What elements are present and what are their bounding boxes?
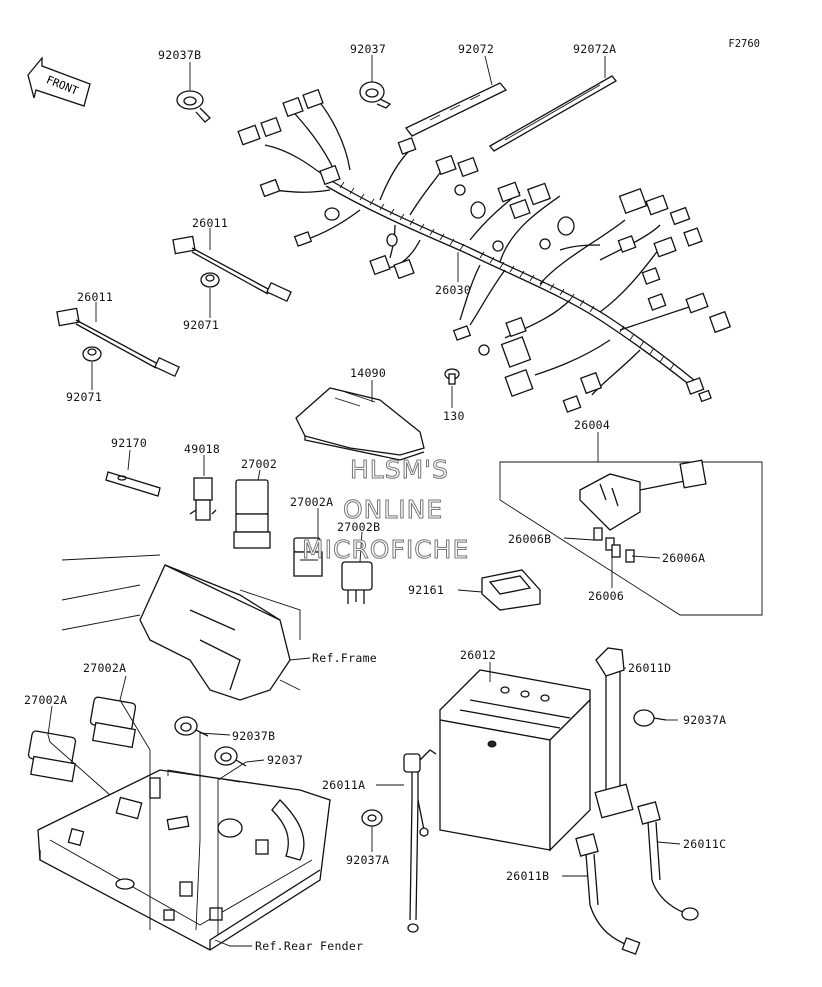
clamp-92037-bottom-icon xyxy=(214,746,247,767)
relay-27002b-icon xyxy=(341,561,373,604)
sub-harness-26011-upper-icon xyxy=(172,235,292,303)
part-label-26012: 26012 xyxy=(460,648,497,662)
part-label-26004: 26004 xyxy=(574,418,611,432)
cable-26011c-icon xyxy=(637,801,699,921)
part-label-130: 130 xyxy=(443,409,465,423)
bolt-130-icon xyxy=(444,368,460,385)
watermark-line-1: HLSM'S xyxy=(350,455,449,485)
cable-26011a-icon xyxy=(403,749,437,933)
leader-lines xyxy=(47,55,681,947)
part-label-26011d: 26011D xyxy=(628,661,672,675)
sub-harness-26011-lower-icon xyxy=(56,307,180,378)
front-arrow-icon: FRONT xyxy=(27,56,91,107)
part-label-26006: 26006 xyxy=(588,589,625,603)
part-label-26011c: 26011C xyxy=(683,837,727,851)
clamp-92037-icon xyxy=(359,81,392,109)
clamp-92037a-right-icon xyxy=(633,709,667,727)
part-label-26011b: 26011B xyxy=(506,869,550,883)
part-label-92071-upper: 92071 xyxy=(183,318,220,332)
main-harness-26030-icon xyxy=(237,88,732,413)
part-label-92037-top: 92037 xyxy=(350,42,387,56)
battery-26012-icon xyxy=(439,669,591,852)
part-label-92037b-top: 92037B xyxy=(158,48,202,62)
fuse-49018-icon xyxy=(189,477,217,521)
grommet-92071-lower-icon xyxy=(82,346,102,362)
cable-26011d-icon xyxy=(594,647,634,819)
part-label-92037-bottom: 92037 xyxy=(267,753,304,767)
clamp-92037b-icon xyxy=(176,90,211,123)
part-label-27002a-left1: 27002A xyxy=(83,661,127,675)
strap-92072a-icon xyxy=(489,75,617,152)
relay-27002a-mid-icon xyxy=(293,537,323,577)
watermark-line-2: ONLINE xyxy=(342,495,444,525)
part-label-92072a: 92072A xyxy=(573,42,617,56)
clamp-92037b-bottom-icon xyxy=(174,716,209,737)
part-label-26011-lower: 26011 xyxy=(77,290,114,304)
part-label-49018: 49018 xyxy=(184,442,221,456)
part-label-ref-rear-fender: Ref.Rear Fender xyxy=(255,939,364,953)
grommet-92071-upper-icon xyxy=(200,272,220,288)
rear-fender-tray-icon xyxy=(37,769,331,951)
relay-27002a-left2-icon xyxy=(27,730,77,783)
part-label-27002b: 27002B xyxy=(337,520,381,534)
frame-reference-icon xyxy=(61,554,301,701)
part-label-27002a-mid: 27002A xyxy=(290,495,334,509)
part-label-26030: 26030 xyxy=(435,283,472,297)
part-label-26011a: 26011A xyxy=(322,778,366,792)
part-label-26006b: 26006B xyxy=(508,532,552,546)
watermark-line-3: MICROFICHE xyxy=(301,535,470,565)
part-label-27002: 27002 xyxy=(241,457,278,471)
part-label-92161: 92161 xyxy=(408,583,445,597)
part-label-92170: 92170 xyxy=(111,436,148,450)
part-label-92037a-right: 92037A xyxy=(683,713,727,727)
cable-26011b-icon xyxy=(575,833,641,955)
part-label-92072: 92072 xyxy=(458,42,495,56)
part-label-14090: 14090 xyxy=(350,366,387,380)
strap-92072-icon xyxy=(405,82,508,137)
part-label-92071-lower: 92071 xyxy=(66,390,103,404)
figure-code: F2760 xyxy=(728,38,760,50)
part-label-26006a: 26006A xyxy=(662,551,706,565)
relay-27002a-left1-icon xyxy=(89,696,137,749)
part-label-92037a-lower: 92037A xyxy=(346,853,390,867)
clamp-92037a-lower-icon xyxy=(361,809,383,827)
group-box-26004-icon xyxy=(499,459,763,616)
case-92161-icon xyxy=(481,569,541,611)
bracket-92170-icon xyxy=(105,471,161,497)
part-label-27002a-left2: 27002A xyxy=(24,693,68,707)
relay-27002-icon xyxy=(233,479,271,549)
part-label-ref-frame: Ref.Frame xyxy=(312,651,378,665)
cover-14090-icon xyxy=(295,387,425,461)
part-label-92037b-bottom: 92037B xyxy=(232,729,276,743)
part-label-26011-upper: 26011 xyxy=(192,216,229,230)
